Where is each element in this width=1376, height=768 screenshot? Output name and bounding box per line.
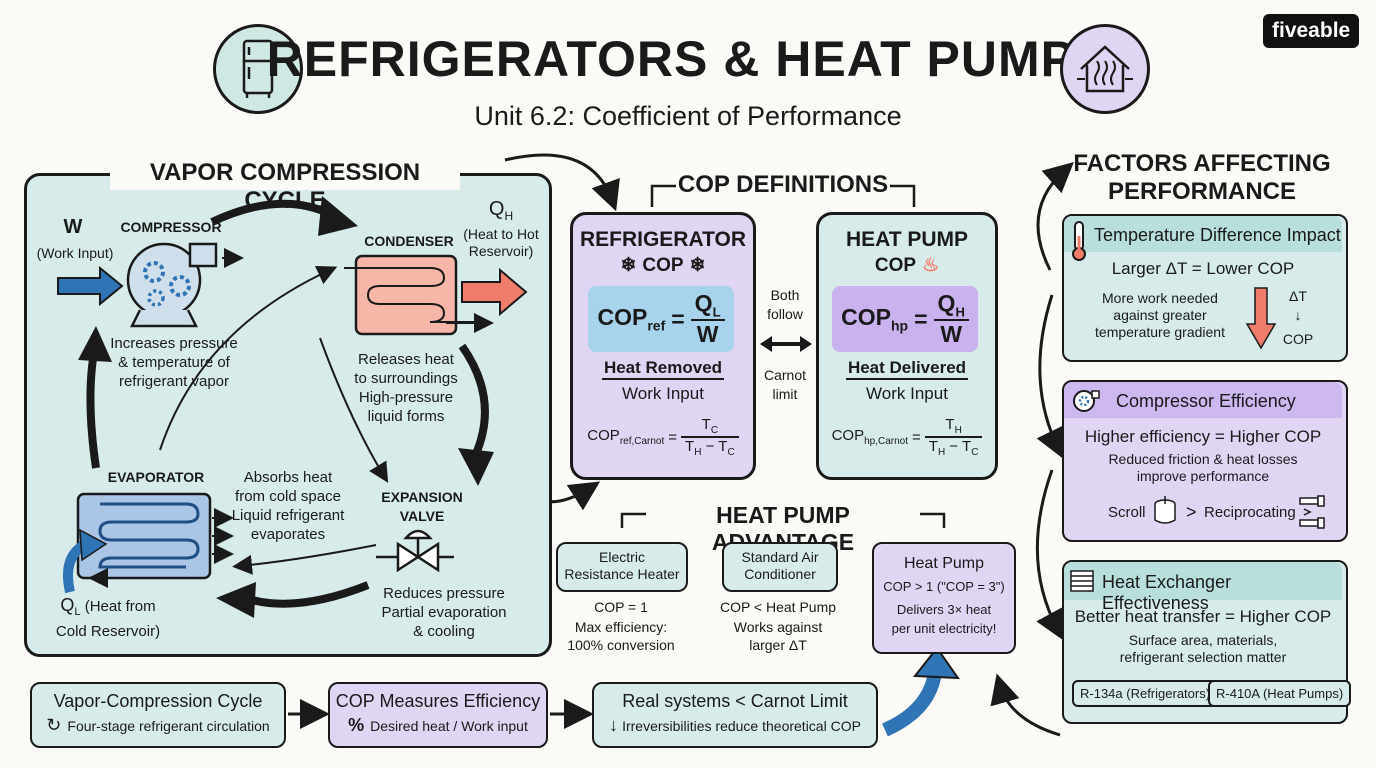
factor-compressor-rule: Higher efficiency = Higher COP [1084, 427, 1322, 446]
factor-exchanger-header [1064, 562, 1342, 600]
condenser-label: CONDENSER [364, 233, 454, 249]
heat-out-arrow [461, 267, 528, 317]
scroll-compressor-icon [1154, 496, 1176, 524]
title-to-cop-arrow [504, 153, 620, 212]
greater-than-label: > [1186, 502, 1197, 522]
refrigerant-chip-r410a: R-410A (Heat Pumps) [1208, 680, 1352, 707]
heat-cold-label: QL (Heat from Cold Reservoir) [55, 595, 161, 641]
advantage-air-conditioner: Standard Air Conditioner [722, 542, 838, 592]
vapor-cycle-title: VAPOR COMPRESSION CYCLE [149, 159, 421, 214]
fridge-icon [242, 39, 274, 98]
heat-hot-label: QH (Heat to Hot Reservoir) [463, 198, 539, 259]
factors-heading: FACTORS AFFECTING PERFORMANCE [1073, 150, 1331, 205]
compressor-icon [126, 242, 218, 328]
blue-curved-arrow [882, 670, 942, 737]
compressor-to-condenser-arrow [210, 199, 332, 226]
cycle-icon: ↻ [46, 715, 62, 735]
factor-temperature-header [1064, 216, 1342, 252]
heat-pump-subtitle: COP ♨ [874, 254, 940, 277]
down-arrow-icon: ↓ [609, 715, 619, 735]
compressor-small-icon [1073, 390, 1100, 412]
factor-temperature-title: Temperature Difference Impact [1094, 225, 1341, 245]
factors-top-arrow [1036, 162, 1074, 271]
fiveable-logo[interactable]: fiveable [1263, 14, 1360, 48]
carnot-limit-label: Carnot limit [763, 367, 807, 402]
summary-vapor-cycle: Vapor-Compression Cycle ↻ Four-stage ref… [30, 682, 286, 748]
refrigerator-title: REFRIGERATOR [579, 228, 747, 251]
factor-temperature-desc: More work needed against greater tempera… [1095, 290, 1225, 340]
cop-label: COP [1282, 331, 1314, 347]
factor-compressor-header [1064, 382, 1342, 418]
condenser-to-valve-arrow [458, 343, 489, 458]
advantage-air-conditioner-desc: COP < Heat Pump Works against larger ΔT [719, 599, 837, 653]
evaporator-desc: Absorbs heat from cold space Liquid refr… [231, 469, 345, 543]
house-heat-icon-circle [1060, 24, 1150, 114]
work-label: W [63, 216, 83, 238]
factor-exchanger-rule: Better heat transfer = Higher COP [1074, 607, 1332, 626]
work-input-arrow [57, 265, 124, 307]
page-title: REFRIGERATORS & HEAT PUMPS [266, 31, 1110, 87]
both-follow-label: Both follow [767, 287, 803, 322]
condenser-desc: Releases heat to surroundings High-press… [354, 351, 458, 425]
advantage-heat-pump: Heat Pump COP > 1 ("COP = 3") Delivers 3… [872, 542, 1016, 654]
delta-down-icon: ↓ [1294, 307, 1302, 323]
valve-to-evaporator-arrow [251, 581, 370, 608]
compressor-desc: Increases pressure & temperature of refr… [110, 335, 238, 390]
percent-icon: % [348, 715, 365, 735]
delta-t-label: ΔT [1289, 288, 1307, 304]
compressor-label: COMPRESSOR [120, 219, 222, 235]
heat-exchanger-icon [1070, 570, 1094, 592]
cop-definitions-heading: COP DEFINITIONS [677, 171, 889, 198]
flame-icon: ♨ [922, 255, 940, 276]
advantage-electric-heater-desc: COP = 1 Max efficiency: 100% conversion [567, 599, 675, 653]
factor-compressor-title: Compressor Efficiency [1116, 391, 1296, 411]
heat-pump-title: HEAT PUMP [845, 228, 969, 251]
evaporator-to-compressor-arrow [86, 351, 100, 469]
advantage-electric-heater: Electric Resistance Heater [556, 542, 688, 592]
temperature-down-arrow [1245, 287, 1277, 350]
factor-compressor-desc: Reduced friction & heat losses improve p… [1108, 451, 1298, 484]
snowflake-icon: ❄ [689, 255, 706, 276]
refrigerant-chip-r134a: R-134a (Refrigerators) [1072, 680, 1219, 707]
factors-mid-arrow [1036, 294, 1064, 459]
expansion-valve-label: EXPANSION VALVE [381, 489, 463, 524]
condenser-icon [344, 254, 478, 336]
snowflake-icon: ❄ [620, 255, 637, 276]
page-subtitle: Unit 6.2: Coefficient of Performance [474, 101, 902, 131]
factor-exchanger-title: Heat Exchanger Effectiveness [1102, 572, 1232, 613]
factor-temperature-rule: Larger ΔT = Lower COP [1111, 259, 1295, 278]
house-heat-icon [1077, 45, 1133, 93]
summary-cop-efficiency: COP Measures Efficiency % Desired heat /… [328, 682, 548, 748]
reciprocating-label: Reciprocating [1204, 504, 1296, 521]
expansion-valve-icon [376, 529, 454, 573]
fridge-icon-circle [213, 24, 303, 114]
factor-exchanger-desc: Surface area, materials, refrigerant sel… [1119, 632, 1287, 665]
thermometer-icon [1072, 221, 1086, 261]
reciprocating-compressor-icon [1299, 495, 1325, 529]
evaporator-label: EVAPORATOR [107, 469, 205, 485]
factors-low-arrow [1035, 469, 1064, 641]
scroll-label: Scroll [1108, 504, 1146, 521]
expansion-desc: Reduces pressure Partial evaporation & c… [381, 585, 507, 640]
work-sub-label: (Work Input) [36, 245, 114, 261]
refrigerator-subtitle: ❄ COP ❄ [620, 254, 706, 277]
vapor-cycle-heading-bg [110, 160, 460, 190]
summary-to-factors-arrow [990, 673, 1061, 737]
summary-carnot-limit: Real systems < Carnot Limit ↓ Irreversib… [592, 682, 878, 748]
evaporator-icon [76, 492, 212, 580]
